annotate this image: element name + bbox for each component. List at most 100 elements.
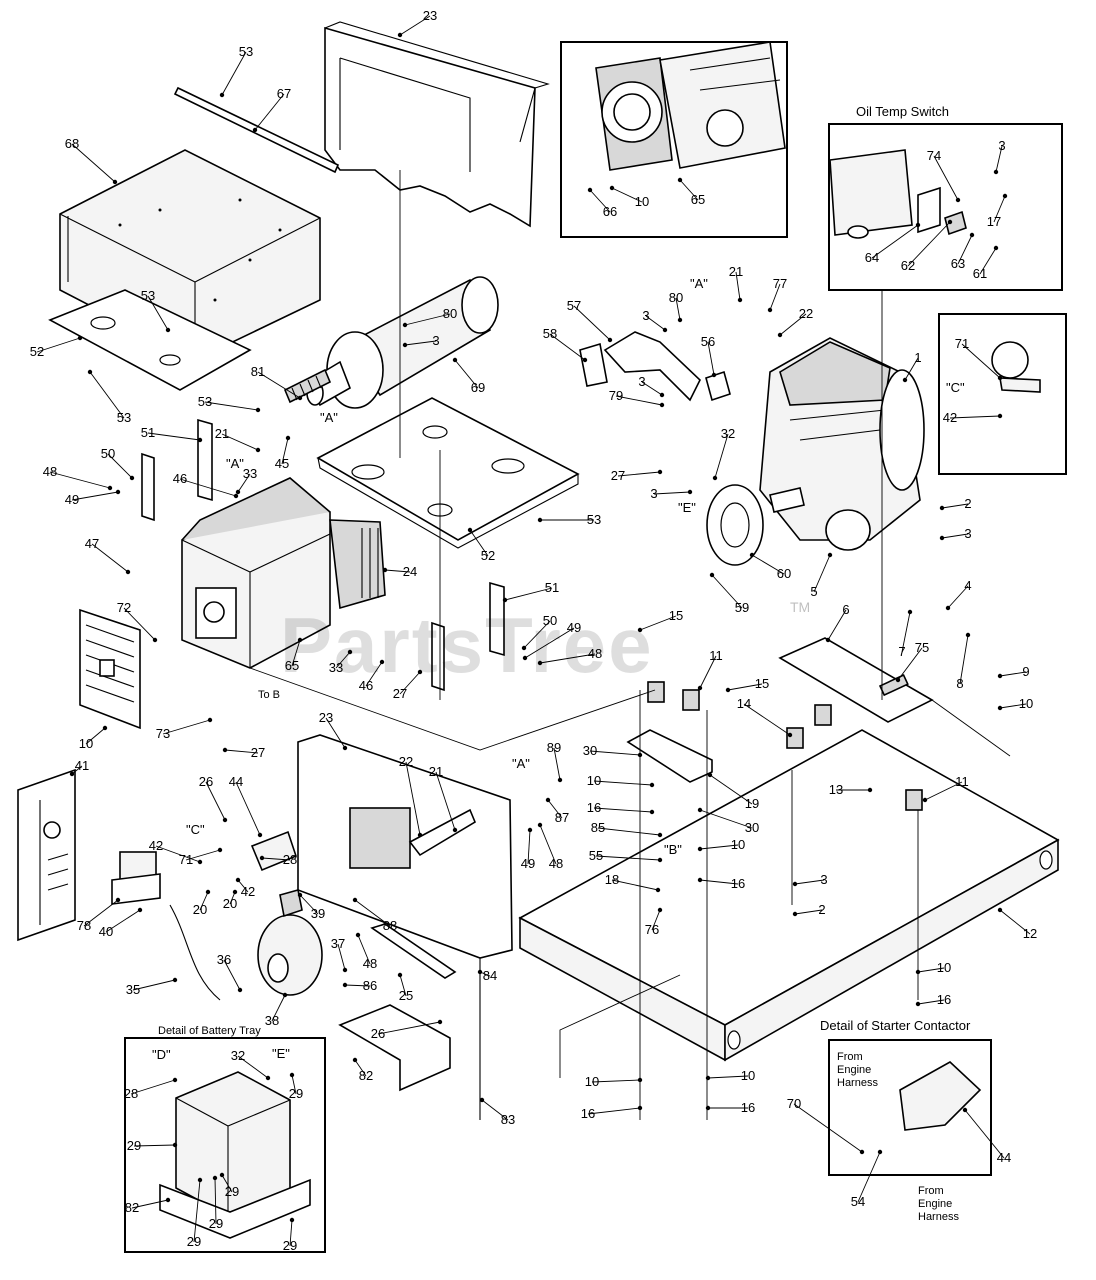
callout-number: 11 bbox=[709, 648, 723, 663]
leader-end bbox=[939, 535, 945, 541]
callout-number: 48 bbox=[43, 464, 57, 479]
leader-end bbox=[939, 505, 945, 511]
leader-end bbox=[687, 489, 693, 495]
callout-number: 71 bbox=[955, 336, 969, 351]
callout-number: 22 bbox=[799, 306, 813, 321]
leader-line bbox=[539, 653, 596, 664]
leader-line bbox=[89, 371, 125, 419]
leader-end bbox=[792, 911, 798, 917]
callout-number: 16 bbox=[937, 992, 951, 1007]
callout-number: 49 bbox=[521, 856, 535, 871]
leader-end bbox=[347, 649, 353, 655]
callout-53: 53 bbox=[87, 369, 131, 425]
callout-3: 3 bbox=[642, 308, 668, 333]
callout-number: 2 bbox=[818, 902, 825, 917]
tray-52-lower bbox=[316, 397, 580, 549]
mount-plate-6 bbox=[778, 637, 934, 723]
callout-32: 32 bbox=[231, 1048, 271, 1081]
callout-15: 15 bbox=[637, 608, 683, 633]
leader-end bbox=[649, 809, 655, 815]
leader-end bbox=[417, 832, 423, 838]
leader-end bbox=[197, 1177, 203, 1183]
callout-number: 84 bbox=[483, 968, 497, 983]
callout-number: 10 bbox=[635, 194, 649, 209]
leader-line bbox=[237, 1055, 269, 1079]
callout-79: 79 bbox=[609, 388, 665, 408]
leader-end bbox=[342, 745, 348, 751]
callout-29: 29 bbox=[283, 1217, 297, 1253]
callout-number: 10 bbox=[937, 960, 951, 975]
leader-end bbox=[219, 1172, 225, 1178]
callout-number: 27 bbox=[393, 686, 407, 701]
leader-line bbox=[904, 357, 919, 381]
callout-22: 22 bbox=[399, 754, 423, 838]
callout-number: 55 bbox=[589, 848, 603, 863]
leader-line bbox=[589, 750, 641, 756]
leader-line bbox=[653, 491, 691, 495]
leader-line bbox=[709, 774, 753, 805]
callout-9: 9 bbox=[997, 664, 1030, 679]
leader-line bbox=[593, 807, 653, 813]
callout-71: 71 bbox=[955, 336, 1003, 381]
callout-75: 75 bbox=[895, 640, 929, 683]
callout-number: 66 bbox=[603, 204, 617, 219]
leader-line bbox=[133, 1144, 176, 1147]
leader-line bbox=[261, 857, 291, 861]
leader-end bbox=[342, 967, 348, 973]
wire-tag-e: "E" bbox=[678, 500, 696, 515]
leader-line bbox=[547, 799, 563, 819]
tray-52-upper bbox=[48, 289, 252, 391]
leader-end bbox=[297, 892, 303, 898]
callout-number: 46 bbox=[359, 678, 373, 693]
callout-47: 47 bbox=[85, 536, 131, 575]
regulator-38 bbox=[257, 888, 323, 996]
callout-number: 21 bbox=[729, 264, 743, 279]
callout-number: 29 bbox=[225, 1184, 239, 1199]
leader-end bbox=[521, 645, 527, 651]
leader-line bbox=[615, 395, 663, 406]
callout-42: 42 bbox=[943, 410, 1003, 425]
leader-end bbox=[902, 377, 908, 383]
leader-end bbox=[749, 552, 755, 558]
callout-number: 6 bbox=[842, 602, 849, 617]
callout-number: 67 bbox=[277, 86, 291, 101]
leader-line bbox=[995, 145, 1003, 173]
callout-number: 32 bbox=[231, 1048, 245, 1063]
callout-56: 56 bbox=[701, 334, 717, 378]
leader-end bbox=[877, 1149, 883, 1155]
leader-end bbox=[522, 655, 528, 661]
leader-line bbox=[235, 781, 261, 836]
leader-end bbox=[709, 572, 715, 578]
caption-from-engine-harness-top-1: From bbox=[837, 1051, 863, 1063]
leader-line bbox=[751, 554, 785, 575]
leader-end bbox=[827, 552, 833, 558]
leader-line bbox=[595, 855, 661, 861]
leader-end bbox=[115, 897, 121, 903]
leader-line bbox=[123, 607, 156, 641]
callout-51: 51 bbox=[141, 425, 203, 443]
callout-89: 89 bbox=[547, 740, 563, 783]
callout-number: 80 bbox=[669, 290, 683, 305]
callout-3: 3 bbox=[939, 526, 972, 541]
leader-end bbox=[252, 127, 258, 133]
leader-line bbox=[999, 909, 1031, 935]
leader-end bbox=[962, 1107, 968, 1113]
callout-21: 21 bbox=[729, 264, 743, 303]
inset-battery-tray bbox=[124, 1037, 326, 1253]
leader-line bbox=[481, 1099, 509, 1121]
callout-number: 8 bbox=[956, 676, 963, 691]
callout-number: 41 bbox=[75, 758, 89, 773]
callout-77: 77 bbox=[767, 276, 787, 313]
callout-number: 25 bbox=[399, 988, 413, 1003]
callout-number: 82 bbox=[125, 1200, 139, 1215]
leader-line bbox=[107, 453, 133, 479]
callout-22: 22 bbox=[777, 306, 813, 338]
callout-12: 12 bbox=[997, 907, 1037, 941]
callout-number: 30 bbox=[745, 820, 759, 835]
leader-end bbox=[582, 357, 588, 363]
callout-number: 29 bbox=[187, 1234, 201, 1249]
leader-line bbox=[357, 934, 371, 965]
leader-end bbox=[657, 832, 663, 838]
callout-41: 41 bbox=[69, 758, 89, 777]
leader-line bbox=[587, 1107, 641, 1115]
